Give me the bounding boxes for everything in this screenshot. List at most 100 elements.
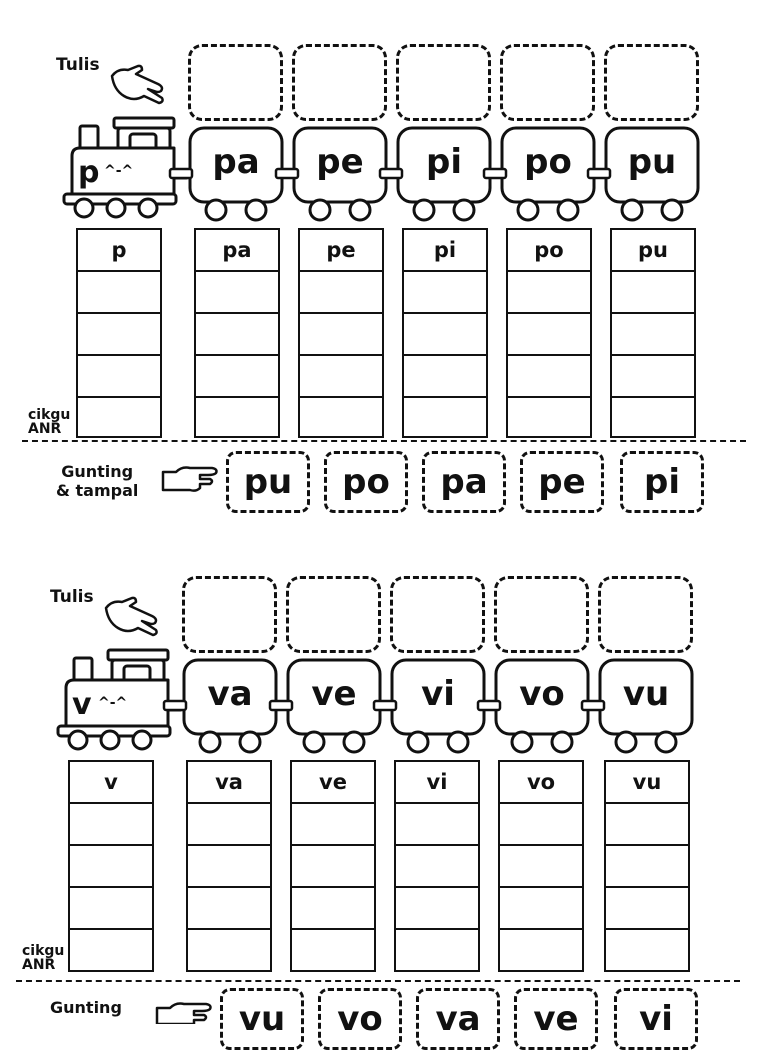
column-cell[interactable]: [606, 888, 688, 930]
column-cell[interactable]: [300, 356, 382, 398]
train-car: pe: [290, 124, 390, 224]
column-cell[interactable]: [78, 398, 160, 440]
column-header: pu: [612, 230, 694, 272]
column-cell[interactable]: [188, 804, 270, 846]
train-car-icon: [598, 658, 694, 754]
car-syllable: pi: [426, 142, 462, 182]
column-cell[interactable]: [196, 272, 278, 314]
writing-column: va: [186, 760, 272, 972]
write-box[interactable]: [390, 576, 485, 653]
column-cell[interactable]: [606, 930, 688, 972]
cut-piece[interactable]: vi: [614, 988, 698, 1050]
train-car: vo: [492, 656, 592, 756]
train-car: pi: [394, 124, 494, 224]
cut-piece[interactable]: vo: [318, 988, 402, 1050]
write-box[interactable]: [396, 44, 491, 121]
write-box[interactable]: [598, 576, 693, 653]
column-cell[interactable]: [196, 314, 278, 356]
column-cell[interactable]: [396, 846, 478, 888]
column-cell[interactable]: [188, 888, 270, 930]
column-cell[interactable]: [500, 888, 582, 930]
train-car-icon: [292, 126, 388, 222]
column-cell[interactable]: [508, 356, 590, 398]
column-cell[interactable]: [606, 804, 688, 846]
writing-column: v: [68, 760, 154, 972]
column-cell[interactable]: [606, 846, 688, 888]
engine-letter: v: [72, 687, 92, 722]
write-box[interactable]: [286, 576, 381, 653]
writing-column: pu: [610, 228, 696, 438]
column-cell[interactable]: [500, 846, 582, 888]
logo: cikgu ANR: [28, 408, 70, 436]
column-cell[interactable]: [292, 888, 374, 930]
column-cell[interactable]: [612, 356, 694, 398]
column-cell[interactable]: [396, 930, 478, 972]
column-cell[interactable]: [508, 314, 590, 356]
column-cell[interactable]: [292, 804, 374, 846]
column-cell[interactable]: [70, 846, 152, 888]
column-cell[interactable]: [78, 272, 160, 314]
cut-piece[interactable]: pi: [620, 451, 704, 513]
cut-piece[interactable]: pu: [226, 451, 310, 513]
column-cell[interactable]: [404, 398, 486, 440]
column-cell[interactable]: [292, 930, 374, 972]
writing-column: ve: [290, 760, 376, 972]
column-header: pe: [300, 230, 382, 272]
write-box[interactable]: [500, 44, 595, 121]
column-cell[interactable]: [404, 314, 486, 356]
cut-piece[interactable]: pa: [422, 451, 506, 513]
column-cell[interactable]: [500, 804, 582, 846]
write-box[interactable]: [188, 44, 283, 121]
column-cell[interactable]: [70, 888, 152, 930]
train-car-icon: [500, 126, 596, 222]
column-cell[interactable]: [78, 356, 160, 398]
column-cell[interactable]: [196, 356, 278, 398]
pointing-hand-icon: [110, 64, 164, 105]
column-cell[interactable]: [612, 398, 694, 440]
car-syllable: po: [524, 142, 572, 182]
column-cell[interactable]: [70, 804, 152, 846]
cut-piece[interactable]: va: [416, 988, 500, 1050]
column-header: vu: [606, 762, 688, 804]
cut-piece[interactable]: pe: [520, 451, 604, 513]
column-cell[interactable]: [292, 846, 374, 888]
cut-piece[interactable]: vu: [220, 988, 304, 1050]
column-cell[interactable]: [508, 398, 590, 440]
car-syllable: vi: [421, 674, 455, 714]
column-cell[interactable]: [404, 356, 486, 398]
train-car-icon: [390, 658, 486, 754]
cut-piece[interactable]: ve: [514, 988, 598, 1050]
writing-column: p: [76, 228, 162, 438]
column-cell[interactable]: [70, 930, 152, 972]
column-cell[interactable]: [300, 272, 382, 314]
write-box[interactable]: [182, 576, 277, 653]
worksheet-section-p: Tulis p ^-^ pa pe: [0, 0, 768, 513]
column-cell[interactable]: [508, 272, 590, 314]
engine-letter: p: [78, 155, 100, 190]
column-cell[interactable]: [188, 846, 270, 888]
write-box[interactable]: [604, 44, 699, 121]
write-box[interactable]: [494, 576, 589, 653]
train-car: pa: [186, 124, 286, 224]
column-cell[interactable]: [300, 398, 382, 440]
column-cell[interactable]: [188, 930, 270, 972]
train-engine-icon: [62, 116, 188, 219]
train-car-icon: [604, 126, 700, 222]
column-cell[interactable]: [404, 272, 486, 314]
column-cell[interactable]: [396, 888, 478, 930]
car-syllable: ve: [311, 674, 357, 714]
column-cell[interactable]: [612, 314, 694, 356]
column-header: ve: [292, 762, 374, 804]
write-label: Tulis: [56, 55, 100, 75]
column-cell[interactable]: [300, 314, 382, 356]
write-box[interactable]: [292, 44, 387, 121]
column-cell[interactable]: [612, 272, 694, 314]
column-cell[interactable]: [78, 314, 160, 356]
column-cell[interactable]: [196, 398, 278, 440]
logo-text-top: cikgu: [28, 407, 71, 423]
writing-column: pi: [402, 228, 488, 438]
column-cell[interactable]: [396, 804, 478, 846]
column-cell[interactable]: [500, 930, 582, 972]
column-header: v: [70, 762, 152, 804]
cut-piece[interactable]: po: [324, 451, 408, 513]
